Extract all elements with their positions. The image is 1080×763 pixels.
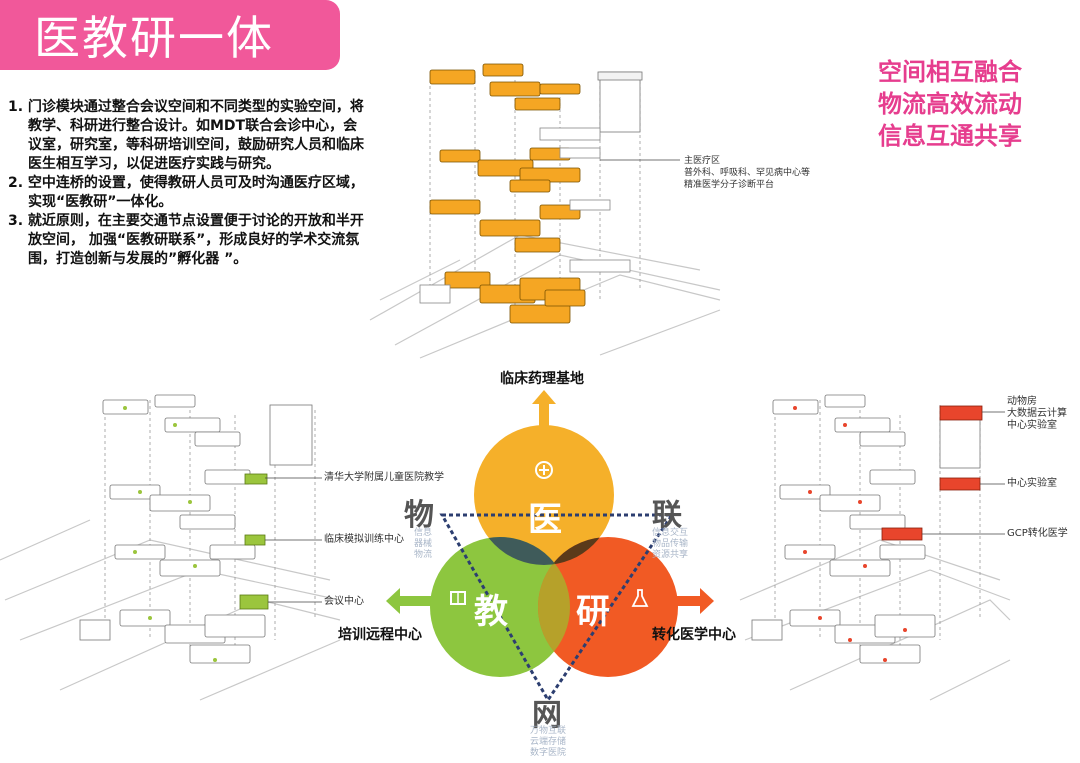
dotted-triangle: [439, 513, 675, 703]
corner-lian-sub-1: 信息交互: [651, 528, 688, 538]
venn-circle-right: [538, 537, 678, 677]
left-label-simulation: 临床模拟训练中心: [324, 534, 404, 545]
right-label-central-lab: 中心实验室: [1007, 478, 1057, 489]
description-list: 1. 门诊模块通过整合会议空间和不同类型的实验空间，将教学、科研进行整合设计。如…: [8, 98, 368, 269]
corner-wang-sub-1: 万物互联: [529, 726, 566, 736]
corner-wang-sub-2: 云端存储: [529, 737, 566, 747]
slogan-2: 物流高效流动: [878, 90, 1022, 118]
top-model-label: 主医疗区 普外科、呼吸科、罕见病中心等 精准医学分子诊断平台: [684, 155, 810, 191]
top-label-line-2: 普外科、呼吸科、罕见病中心等: [684, 168, 811, 178]
slogan-1: 空间相互融合: [878, 58, 1022, 86]
medical-cross-shape: [539, 465, 549, 475]
corner-lian-sub-3: 资源共享: [651, 550, 688, 560]
corner-wang-sub: 万物互联 云端存储 数字医院: [524, 726, 572, 759]
left-label-conference: 会议中心: [324, 596, 364, 607]
venn-char-teaching: 教: [474, 592, 508, 632]
top-label-line-1: 主医疗区: [684, 156, 721, 166]
arrow-right: [672, 588, 714, 614]
description-item-1: 1. 门诊模块通过整合会议空间和不同类型的实验空间，将教学、科研进行整合设计。如…: [8, 99, 364, 172]
medical-cross-icon: [535, 461, 553, 479]
flask-icon: [631, 589, 649, 607]
slogan-3: 信息互通共享: [878, 122, 1022, 150]
slogans: 空间相互融合 物流高效流动 信息互通共享: [860, 56, 1040, 152]
arrow-top-label: 临床药理基地: [500, 371, 584, 387]
right-building-model: [739, 394, 1011, 701]
venn-diagram: [386, 390, 714, 703]
left-building-model: [0, 394, 341, 701]
corner-wu-sub-2: 器械: [413, 539, 432, 549]
description-item-3: 3. 就近原则，在主要交通节点设置便于讨论的开放和半开放空间， 加强“医教研联系…: [8, 213, 364, 267]
corner-lian-sub: 信息交互 物品传输 资源共享: [648, 528, 692, 561]
corner-wang-sub-3: 数字医院: [529, 748, 566, 758]
venn-circle-top: [474, 425, 614, 565]
venn-char-medical: 医: [528, 500, 562, 540]
venn-circle-left: [430, 537, 570, 677]
corner-char-wang: 网: [532, 698, 562, 733]
arrow-top: [532, 390, 556, 427]
corner-lian-sub-2: 物品传输: [651, 539, 688, 549]
corner-char-wu: 物: [404, 498, 434, 533]
corner-wu-sub-1: 信息: [413, 528, 432, 538]
corner-wu-sub: 信息 器械 物流: [408, 528, 438, 561]
right-label-gcp: GCP转化医学: [1007, 528, 1068, 539]
page-title: 医教研一体: [34, 11, 274, 65]
arrow-right-label: 转化医学中心: [652, 627, 736, 643]
corner-wu-sub-3: 物流: [413, 550, 432, 560]
right-label-lab-cluster: 动物房 大数据云计算 中心实验室: [1007, 396, 1067, 431]
top-label-line-3: 精准医学分子诊断平台: [684, 180, 775, 190]
description-item-2: 2. 空中连桥的设置，使得教研人员可及时沟通医疗区域，实现“医教研”一体化。: [8, 175, 364, 210]
venn-char-research: 研: [576, 592, 610, 632]
left-label-teaching: 清华大学附属儿童医院教学: [324, 472, 444, 483]
top-building-model: [369, 63, 721, 359]
title-banner: 医教研一体: [0, 0, 340, 70]
corner-char-lian: 联: [652, 498, 682, 533]
arrow-left: [386, 588, 432, 614]
arrow-left-label: 培训远程中心: [338, 627, 422, 643]
